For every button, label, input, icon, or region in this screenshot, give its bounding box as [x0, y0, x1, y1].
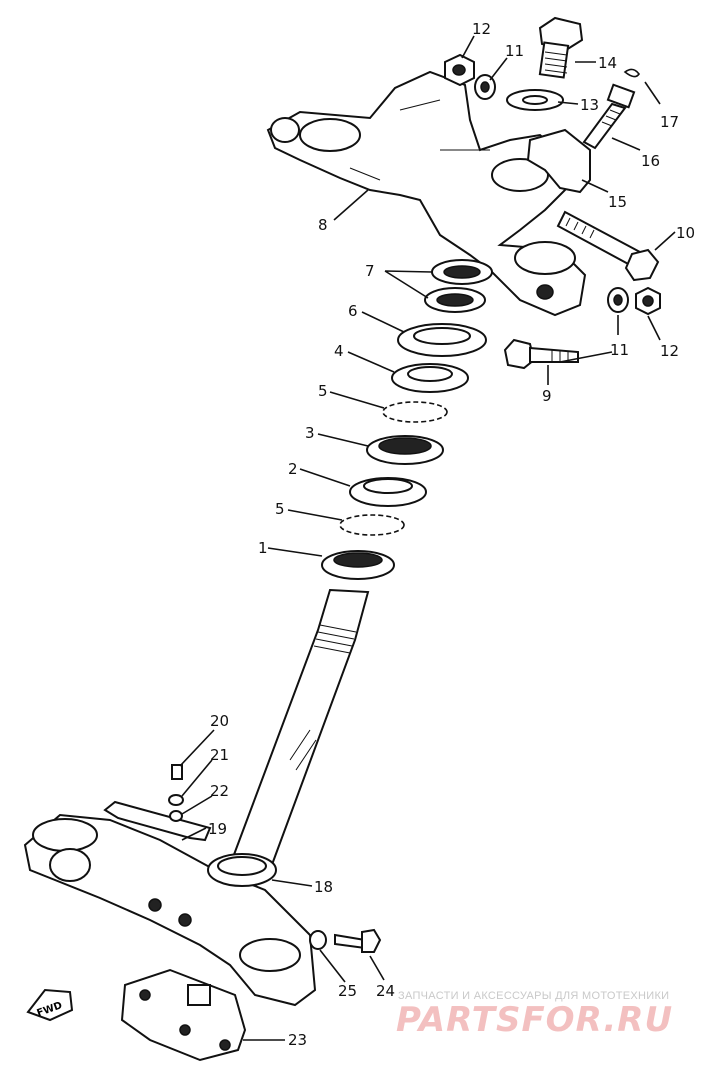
cover-23 — [120, 968, 247, 1062]
nut-12-right — [635, 286, 661, 316]
seal-6 — [397, 323, 487, 357]
race-4 — [391, 363, 469, 393]
callout-8: 8 — [318, 216, 328, 234]
leader-lines — [179, 35, 676, 1041]
callout-21: 21 — [210, 746, 229, 764]
callout-9: 9 — [542, 387, 552, 405]
callout-13: 13 — [580, 96, 599, 114]
bolt-20 — [171, 764, 183, 780]
callout-23: 23 — [288, 1031, 307, 1049]
callout-25: 25 — [338, 982, 357, 1000]
callout-7: 7 — [365, 262, 375, 280]
bolt-14 — [538, 16, 584, 79]
washer-11-right — [607, 287, 629, 313]
callout-22: 22 — [210, 782, 229, 800]
bolt-16 — [582, 83, 636, 150]
seal-18 — [207, 853, 277, 887]
balls-5-upper — [382, 401, 448, 423]
callout-19: 19 — [208, 820, 227, 838]
callout-5-upper: 5 — [318, 382, 328, 400]
balls-5-lower — [339, 514, 405, 536]
washer-22 — [169, 810, 183, 822]
callout-14: 14 — [598, 54, 617, 72]
washer-13 — [506, 89, 564, 111]
lower-bracket — [23, 813, 317, 1007]
washer-11-top — [474, 74, 496, 100]
washer-25 — [309, 930, 327, 950]
seal-1 — [321, 550, 395, 580]
clamp-15 — [526, 128, 591, 194]
callout-20: 20 — [210, 712, 229, 730]
clip-17 — [623, 68, 640, 78]
steering-stem — [230, 588, 370, 872]
watermark-tagline: ЗАПЧАСТИ И АКСЕССУАРЫ ДЛЯ МОТОТЕХНИКИ — [398, 990, 670, 1002]
callout-12-top: 12 — [472, 20, 491, 38]
callout-1: 1 — [258, 539, 268, 557]
callout-4: 4 — [334, 342, 344, 360]
callout-10: 10 — [676, 224, 695, 242]
washer-21 — [168, 794, 184, 806]
bolt-9 — [503, 338, 579, 370]
callout-3: 3 — [305, 424, 315, 442]
callout-6: 6 — [348, 302, 358, 320]
callout-17: 17 — [660, 113, 679, 131]
callout-15: 15 — [608, 193, 627, 211]
callouts: 12 11 14 17 13 16 15 8 10 7 6 4 5 3 2 1 … — [208, 20, 695, 1049]
callout-11-right: 11 — [610, 341, 629, 359]
plate-19 — [103, 800, 212, 842]
callout-18: 18 — [314, 878, 333, 896]
callout-2: 2 — [288, 460, 298, 478]
callout-5-lower-label: 5 — [275, 500, 285, 518]
bolt-10 — [556, 210, 660, 282]
callout-24: 24 — [376, 982, 395, 1000]
callout-12-right: 12 — [660, 342, 679, 360]
ring-nut-7 — [424, 259, 493, 313]
callout-16: 16 — [641, 152, 660, 170]
fwd-arrow: FWD — [26, 988, 74, 1022]
race-2 — [349, 477, 427, 507]
nut-12-top — [444, 53, 475, 87]
callout-11-top: 11 — [505, 42, 524, 60]
watermark-brand: PARTSFOR.RU — [396, 1000, 674, 1040]
bolt-24 — [334, 928, 382, 953]
race-3 — [366, 435, 444, 465]
